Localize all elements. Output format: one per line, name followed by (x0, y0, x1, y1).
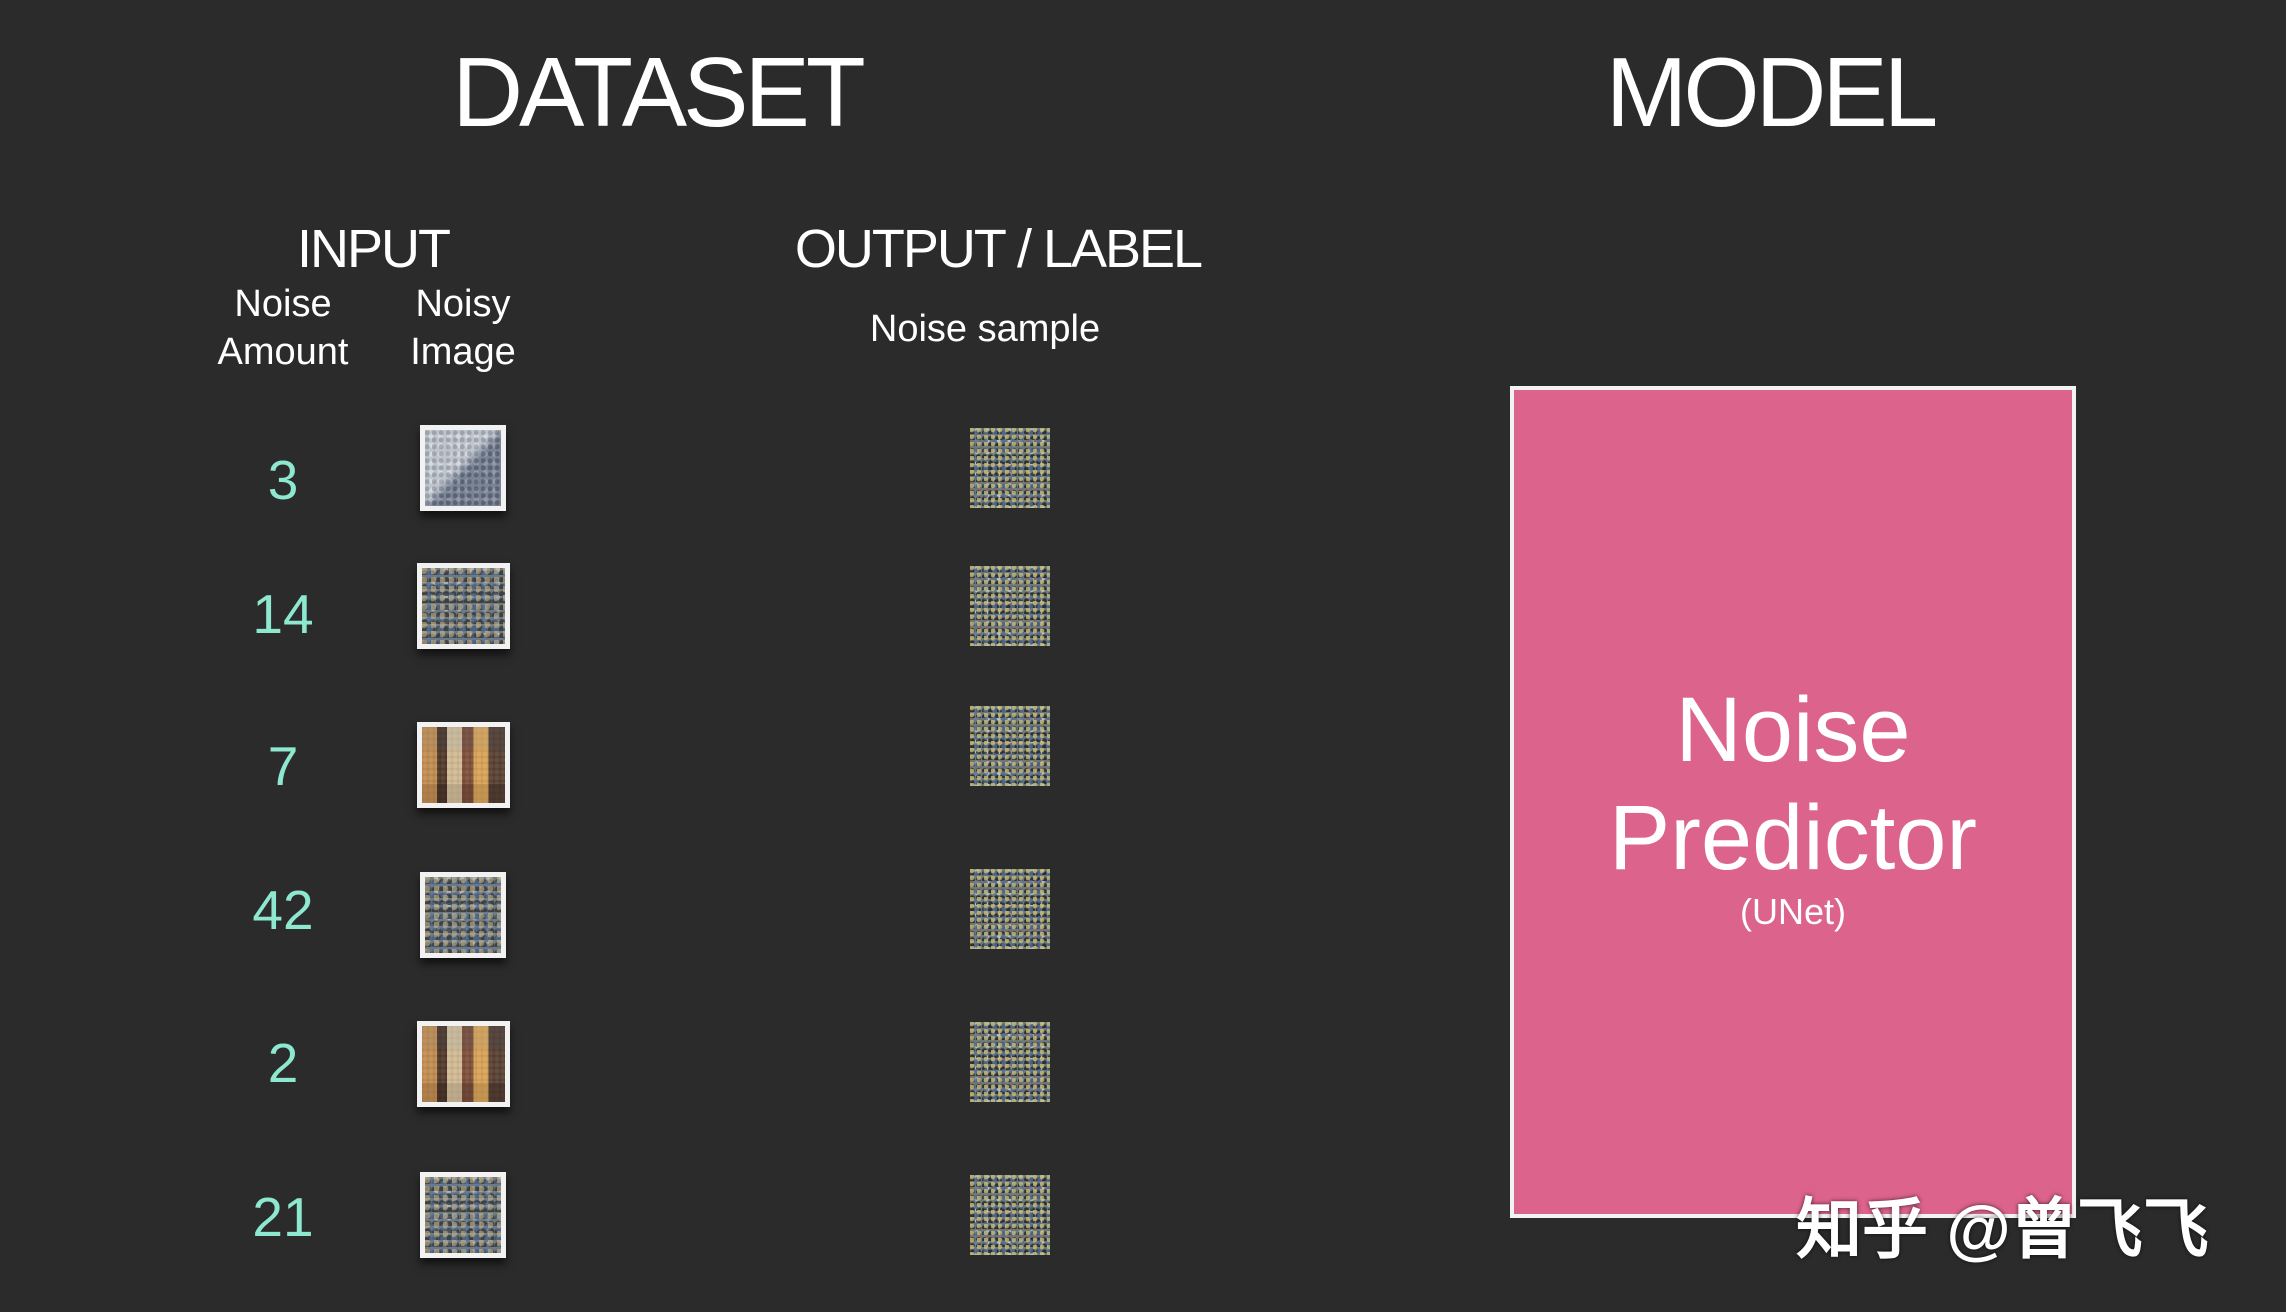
noisy-image-header-line1: Noisy (415, 283, 511, 325)
noise-amount-value: 42 (252, 879, 314, 941)
watermark-text: 知乎 @曾飞飞 (1796, 1192, 2209, 1266)
noise-sample-thumbnail (970, 869, 1050, 949)
noise-sample-header: Noise sample (869, 308, 1101, 350)
noise-sample-thumbnail (970, 566, 1050, 646)
noise-amount-value: 2 (267, 1032, 299, 1094)
dataset-heading: DATASET (452, 37, 865, 147)
noise-amount-value: 21 (252, 1186, 314, 1248)
input-heading: INPUT (297, 219, 451, 279)
output-label-heading: OUTPUT / LABEL (794, 219, 1203, 279)
noise-amount-value: 3 (267, 449, 299, 511)
model-heading: MODEL (1605, 37, 1939, 147)
noisy-image-header-line2: Image (410, 331, 516, 373)
noise-sample-thumbnail (970, 1022, 1050, 1102)
noise-amount-header: Noise Amount (218, 280, 349, 376)
noise-amount-header-line2: Amount (217, 331, 349, 373)
noisy-image-thumbnail (417, 563, 510, 649)
noise-predictor-box (1510, 386, 2076, 1218)
noise-predictor-line1: Noise (1675, 679, 1911, 781)
noise-amount-header-line1: Noise (234, 283, 332, 325)
noisy-image-thumbnail (417, 1021, 510, 1107)
noise-amount-value: 7 (267, 735, 299, 797)
noise-predictor-line2: Predictor (1608, 787, 1978, 889)
noisy-image-thumbnail (420, 872, 506, 958)
noisy-image-thumbnail (420, 425, 506, 511)
noisy-image-thumbnail (420, 1172, 506, 1258)
noise-sample-thumbnail (970, 1175, 1050, 1255)
noise-sample-thumbnail (970, 706, 1050, 786)
noisy-image-thumbnail (417, 722, 510, 808)
noise-predictor-label: Noise Predictor (1609, 676, 1977, 892)
unet-label: (UNet) (1740, 891, 1846, 932)
noise-amount-value: 14 (252, 583, 314, 645)
noisy-image-header: Noisy Image (410, 280, 516, 376)
noise-sample-thumbnail (970, 428, 1050, 508)
